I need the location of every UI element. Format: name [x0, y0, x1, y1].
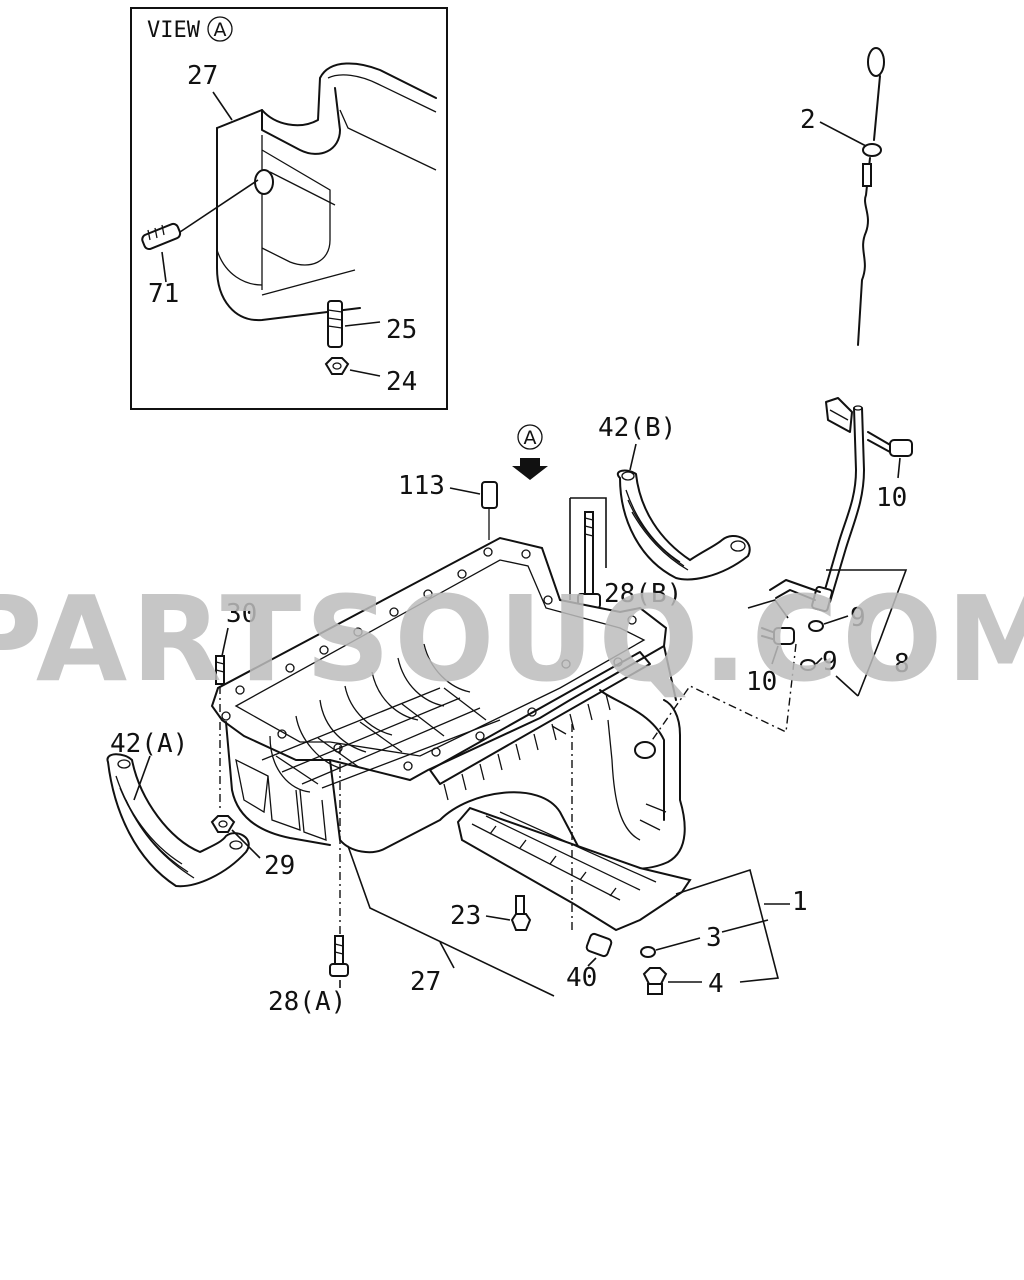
label-9-b: 9 — [822, 647, 838, 677]
label-28a: 28(A) — [268, 987, 346, 1017]
bolt-10-top — [867, 431, 913, 479]
nut-29 — [210, 815, 261, 859]
flange-bolt-holes — [221, 547, 637, 771]
label-10-bottom: 10 — [746, 667, 777, 697]
bolt-10-bottom — [747, 599, 795, 665]
label-2: 2 — [800, 105, 816, 135]
label-42b: 42(B) — [598, 413, 676, 443]
inset-oil-pan-end — [216, 62, 437, 322]
strap-42a — [106, 753, 250, 888]
inset-frame — [130, 7, 448, 410]
label-25: 25 — [386, 315, 417, 345]
dipstick-assembly — [819, 47, 885, 346]
label-42a: 42(A) — [110, 729, 188, 759]
label-8: 8 — [894, 649, 910, 679]
dipstick-ring-handle — [867, 47, 885, 77]
label-1: 1 — [792, 887, 808, 917]
label-4: 4 — [708, 969, 724, 999]
stud-71 — [141, 179, 259, 283]
bolt-28a — [329, 746, 349, 988]
oil-pan-27 — [210, 536, 692, 932]
label-29: 29 — [264, 851, 295, 881]
label-30: 30 — [226, 599, 257, 629]
label-3: 3 — [706, 923, 722, 953]
stud-25 — [327, 300, 381, 348]
view-title: VIEW — [147, 18, 201, 43]
bracket-1 — [675, 868, 780, 983]
sensor-40 — [551, 724, 613, 967]
label-40: 40 — [566, 963, 597, 993]
label-27-inset: 27 — [187, 61, 218, 91]
washer-3 — [640, 937, 701, 958]
watermark: PARTSOUQ.COM — [0, 570, 1024, 708]
washers-9 — [800, 615, 849, 671]
label-23: 23 — [450, 901, 481, 931]
dipstick-guide-tube — [769, 397, 865, 613]
view-marker-circle — [207, 16, 233, 42]
view-marker-letter: A — [214, 19, 227, 41]
bolt-23 — [485, 895, 532, 931]
bracket-27 — [347, 845, 555, 997]
strap-42b — [617, 443, 751, 581]
drain-plug-4 — [642, 967, 702, 995]
stud-30 — [215, 627, 229, 812]
view-a-inset: VIEW A 71 27 — [130, 7, 448, 410]
dowel-113 — [449, 481, 498, 540]
nut-24 — [324, 357, 381, 377]
label-10-top: 10 — [876, 483, 907, 513]
arrow-marker-letter: A — [524, 427, 537, 449]
view-arrow-icon — [512, 458, 548, 480]
bracket-8 — [826, 569, 908, 697]
label-113: 113 — [398, 471, 445, 501]
label-28b: 28(B) — [604, 579, 682, 609]
label-24: 24 — [386, 367, 417, 397]
view-a-arrow: A — [512, 424, 548, 480]
label-71: 71 — [148, 279, 179, 309]
label-27: 27 — [410, 967, 441, 997]
label-9-a: 9 — [850, 603, 866, 633]
